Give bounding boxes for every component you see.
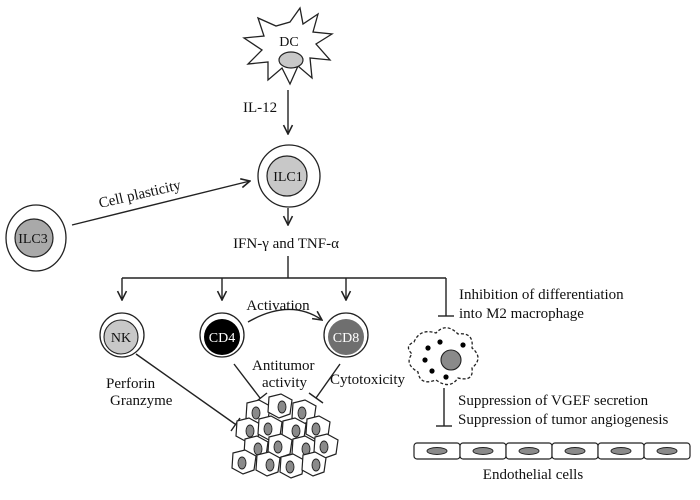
il12-label: IL-12 [243, 100, 277, 116]
inhibition-label-1: Inhibition of differentiation [459, 287, 624, 303]
tumor-cell [313, 433, 339, 459]
ilc1-label: ILC1 [273, 170, 303, 185]
endothelial-cell-row [413, 442, 691, 460]
endothelial-label: Endothelial cells [483, 467, 584, 483]
cd4-label: CD4 [209, 331, 235, 346]
activation-label: Activation [246, 298, 310, 314]
plasticity-arrow [71, 181, 250, 226]
tumor-cell [279, 453, 305, 479]
tumor-cell [301, 451, 327, 477]
nk-tumor-line [135, 353, 236, 425]
nk-cell: NK [99, 312, 145, 358]
ilc1-cell: ILC1 [257, 144, 321, 208]
dc-label: DC [279, 35, 298, 50]
cd4-antitumor-line [233, 363, 261, 399]
cd8-inhibit-bar [308, 392, 324, 404]
antitumor-label-1: Antitumor [252, 358, 315, 374]
cytotoxicity-label: Cytotoxicity [330, 372, 406, 388]
antitumor-label-2: activity [262, 375, 307, 391]
perforin-label: Perforin [106, 376, 156, 392]
dendritic-cell: DC [242, 6, 334, 86]
macrophage-cell [407, 327, 479, 386]
cd8-cell: CD8 [323, 312, 369, 358]
nk-label: NK [111, 331, 131, 346]
cell-plasticity-label: Cell plasticity [97, 177, 183, 212]
suppression-angio-label: Suppression of tumor angiogenesis [458, 412, 669, 428]
endothelial-cell [597, 442, 645, 460]
endothelial-cell [413, 442, 461, 460]
ilc3-label: ILC3 [18, 232, 48, 247]
inhibition-label-2: into M2 macrophage [459, 306, 584, 322]
granzyme-label: Granzyme [110, 393, 173, 409]
endothelial-cell [551, 442, 599, 460]
endothelial-cell [505, 442, 553, 460]
tumor-cell [231, 449, 257, 475]
tumor-cell [257, 415, 283, 441]
cd8-cytotox-line [315, 363, 341, 399]
tumor-cell [255, 451, 281, 477]
cd4-cell: CD4 [199, 312, 245, 358]
ifn-tnf-label: IFN-γ and TNF-α [233, 236, 339, 252]
activation-arrow [247, 308, 322, 323]
tumor-cell [267, 393, 293, 419]
endothelial-cell [643, 442, 691, 460]
tumor-cell-cluster [231, 393, 339, 479]
ilc3-cell: ILC3 [5, 204, 67, 272]
suppression-vegf-label: Suppression of VGEF secretion [458, 393, 649, 409]
cd8-label: CD8 [333, 331, 359, 346]
tumor-cell [267, 433, 293, 459]
endothelial-cell [459, 442, 507, 460]
